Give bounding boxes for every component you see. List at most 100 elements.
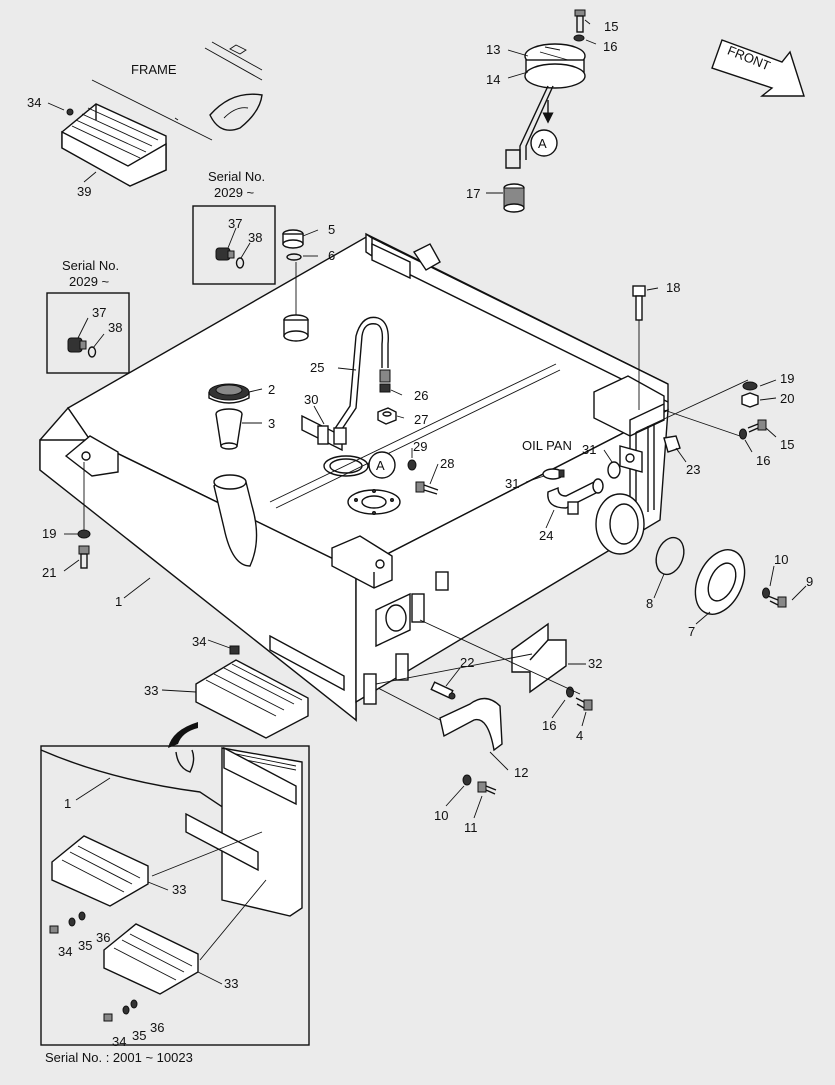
- callouts: 15 16 13 14 17 34 39 37 38 5 6 37 38 18 …: [27, 19, 813, 1049]
- fitting-26-icon: [379, 383, 391, 393]
- serial-note: Serial No. : 2001 ~ 10023: [45, 1050, 193, 1065]
- callout-35: 35: [78, 938, 92, 953]
- callout-33b: 33: [172, 882, 186, 897]
- callout-38: 38: [248, 230, 262, 245]
- marker-a-top: A: [530, 129, 558, 157]
- pin-22-icon: [430, 681, 456, 700]
- filler-neck: [213, 474, 258, 567]
- bolt-9-icon: [767, 595, 787, 608]
- callout-34: 34: [27, 95, 41, 110]
- svg-text:Serial No.: Serial No.: [208, 169, 265, 184]
- bolt-18-icon: [632, 285, 646, 321]
- bolt-28-icon: [415, 481, 439, 495]
- callout-19c: 19: [42, 526, 56, 541]
- svg-text:A: A: [538, 136, 547, 151]
- washer-16b-icon: [739, 428, 747, 440]
- inset-pointer-icon: [168, 722, 198, 748]
- front-arrow-icon: [711, 39, 805, 97]
- serial-box-2-heading: Serial No. 2029 ~: [62, 258, 119, 289]
- callout-10b: 10: [434, 808, 448, 823]
- callout-4: 4: [576, 728, 583, 743]
- svg-text:2029 ~: 2029 ~: [69, 274, 110, 289]
- callout-16: 16: [603, 39, 617, 54]
- drain-pipe-24: [547, 478, 604, 515]
- callout-11: 11: [464, 820, 478, 835]
- washer-10-icon: [762, 587, 770, 599]
- callout-20: 20: [780, 391, 794, 406]
- frame-label: FRAME: [131, 62, 177, 77]
- bracket-32: [511, 622, 567, 694]
- plug-37-icon: [215, 247, 235, 261]
- callout-6: 6: [328, 248, 335, 263]
- o-ring-6-icon: [286, 253, 302, 261]
- marker-a-tank: A: [368, 451, 396, 479]
- callout-13: 13: [486, 42, 500, 57]
- bolt-11-icon: [477, 781, 497, 795]
- svg-text:A: A: [376, 458, 385, 473]
- callout-37: 37: [228, 216, 242, 231]
- serial-box-1: [192, 205, 276, 285]
- breather-hose-25: [333, 316, 391, 433]
- callout-28: 28: [440, 456, 454, 471]
- washer-19-icon: [742, 381, 758, 391]
- fuel-cap-2-icon: [208, 383, 250, 404]
- clamp-31a-icon: [542, 468, 565, 480]
- washer-16c-icon: [566, 686, 574, 698]
- serial-box-2: [46, 292, 130, 374]
- callout-1: 1: [115, 594, 122, 609]
- bolt-34-icon: [229, 645, 240, 655]
- callout-34c: 34: [58, 944, 72, 959]
- callout-3: 3: [268, 416, 275, 431]
- washer-29-icon: [407, 459, 417, 471]
- gasket-upper: [323, 455, 369, 477]
- step-33: [195, 634, 345, 739]
- callout-21: 21: [42, 565, 56, 580]
- callout-7: 7: [688, 624, 695, 639]
- inset-hardware-b: [103, 999, 138, 1022]
- callout-16c: 16: [542, 718, 556, 733]
- callout-22: 22: [460, 655, 474, 670]
- callout-15: 15: [604, 19, 618, 34]
- callout-17: 17: [466, 186, 480, 201]
- callout-37b: 37: [92, 305, 106, 320]
- callout-38b: 38: [108, 320, 122, 335]
- callout-25: 25: [310, 360, 324, 375]
- callout-31b: 31: [582, 442, 596, 457]
- callout-32: 32: [588, 656, 602, 671]
- callout-9: 9: [806, 574, 813, 589]
- callout-8: 8: [646, 596, 653, 611]
- callout-33c: 33: [224, 976, 238, 991]
- nut-27-icon: [377, 407, 397, 425]
- cover-7-icon: [694, 549, 746, 615]
- callout-36b: 36: [150, 1020, 164, 1035]
- callout-12: 12: [514, 765, 528, 780]
- callout-24: 24: [539, 528, 553, 543]
- washer-19b-icon: [77, 529, 91, 539]
- svg-text:Serial No.: Serial No.: [62, 258, 119, 273]
- bolt-15-icon: [574, 9, 586, 33]
- frame-sketch: [91, 41, 263, 141]
- step-39: [61, 103, 167, 187]
- plug-5-icon: [282, 229, 304, 249]
- o-ring-8-icon: [655, 536, 685, 576]
- filler-boss: [283, 262, 309, 342]
- oil-pan-label: OIL PAN: [522, 438, 572, 453]
- inset-step-33b: [103, 923, 199, 995]
- callout-26: 26: [414, 388, 428, 403]
- strainer-3-icon: [215, 408, 243, 450]
- callout-23: 23: [686, 462, 700, 477]
- bolt-21-icon: [78, 545, 90, 569]
- callout-27: 27: [414, 412, 428, 427]
- clamp-30-icon: [301, 414, 347, 452]
- inset-box: [40, 745, 310, 1046]
- o-ring-38-icon: [235, 257, 245, 269]
- callout-16b: 16: [756, 453, 770, 468]
- callout-34b: 34: [192, 634, 206, 649]
- callout-2: 2: [268, 382, 275, 397]
- bolt-4-icon: [575, 697, 593, 711]
- washer-16-icon: [573, 34, 585, 42]
- strainer-17-icon: [503, 183, 525, 213]
- clamp-31b-icon: [607, 461, 621, 479]
